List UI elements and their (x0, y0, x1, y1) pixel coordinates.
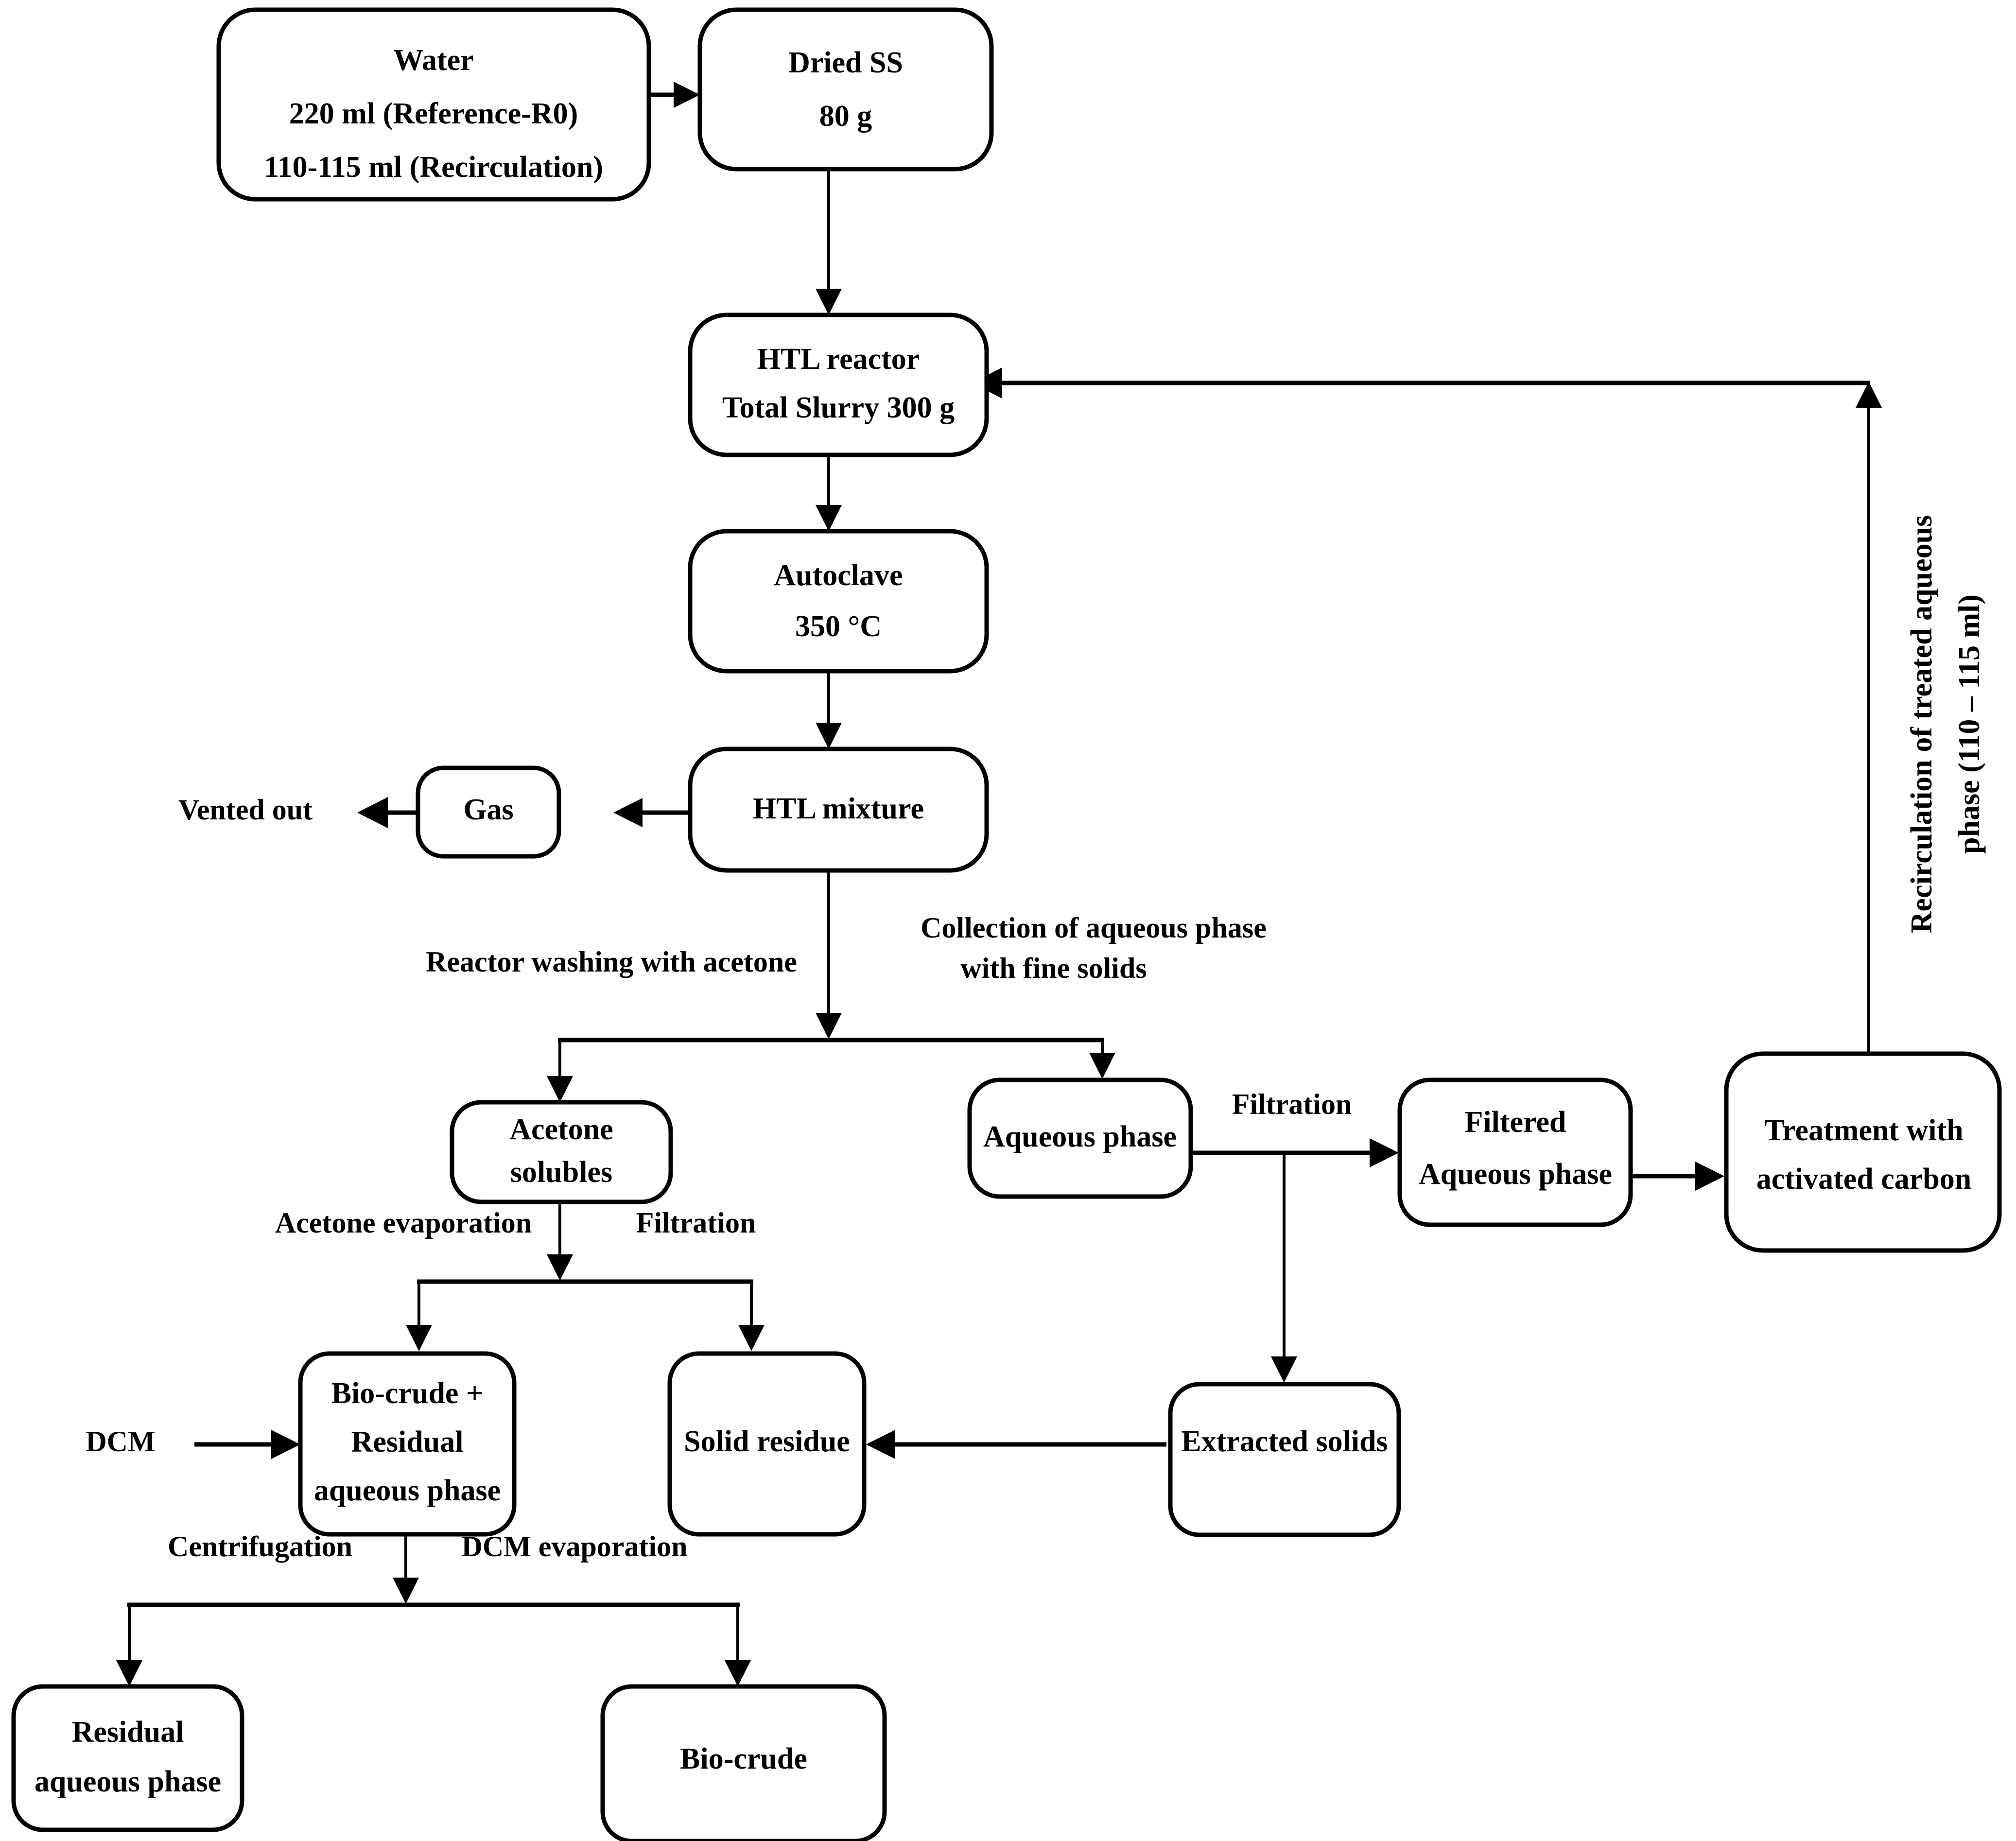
edge-label-reactor-washing: Reactor washing with acetone (426, 946, 797, 978)
edge-dried-ss-to-htl-reactor (816, 169, 842, 315)
edge-htl-mixture-to-split (547, 870, 1115, 1102)
edge-label-centrifugation: Centrifugation (168, 1530, 352, 1563)
treatment-label-line2: activated carbon (1756, 1163, 1972, 1196)
edge-label-filtration-acetone: Filtration (636, 1207, 756, 1239)
node-residual-aqueous-phase[interactable]: Residual aqueous phase (11, 1684, 244, 1832)
dried-ss-label-line2: 80 g (819, 100, 872, 133)
filtered-aqueous-phase-label-line2: Aqueous phase (1419, 1158, 1612, 1191)
water-label-line2: 220 ml (Reference-R0) (289, 97, 578, 130)
htl-mixture-label: HTL mixture (753, 792, 924, 825)
acetone-solubles-label-line2: solubles (510, 1156, 612, 1189)
residual-aqueous-phase-label-line2: aqueous phase (35, 1765, 221, 1798)
recirculation-label-group: Recirculation of treated aqueous phase (… (1905, 515, 1986, 933)
dried-ss-label-line1: Dried SS (788, 46, 903, 79)
water-box[interactable] (216, 7, 651, 202)
htl-reactor-label-line1: HTL reactor (757, 343, 920, 376)
aqueous-phase-box[interactable] (967, 1077, 1193, 1199)
bio-crude-label: Bio-crude (680, 1742, 807, 1775)
node-water[interactable]: Water 220 ml (Reference-R0) 110-115 ml (… (216, 7, 651, 202)
vented-out-label: Vented out (178, 794, 313, 826)
node-bio-crude[interactable]: Bio-crude (600, 1684, 887, 1841)
edge-label-collection-aqueous-line1: Collection of aqueous phase (921, 912, 1267, 944)
node-solid-residue[interactable]: Solid residue (667, 1351, 867, 1537)
solid-residue-label: Solid residue (684, 1425, 850, 1458)
htl-reactor-label-line2: Total Slurry 300 g (722, 391, 955, 424)
edge-extracted-solids-to-solid-residue (866, 1430, 1166, 1459)
node-htl-mixture[interactable]: HTL mixture (688, 747, 989, 873)
extracted-solids-box[interactable] (1168, 1382, 1401, 1537)
solid-residue-box[interactable] (667, 1351, 867, 1537)
dried-ss-box[interactable] (697, 7, 994, 172)
edge-aqueous-phase-to-filtered (1190, 1138, 1399, 1167)
edge-label-dcm-evaporation: DCM evaporation (462, 1530, 688, 1563)
node-autoclave[interactable]: Autoclave 350 °C (688, 529, 989, 674)
edge-dcm-to-biocrude-residual (194, 1430, 300, 1459)
treatment-label-line1: Treatment with (1764, 1114, 1963, 1147)
edge-acetone-solubles-split (406, 1200, 765, 1351)
edge-htl-reactor-to-autoclave (816, 452, 842, 531)
filtered-aqueous-phase-label-line1: Filtered (1465, 1106, 1566, 1139)
node-treatment-with-activated-carbon[interactable]: Treatment with activated carbon (1724, 1051, 2002, 1253)
autoclave-label-line2: 350 °C (795, 610, 882, 643)
edge-aqueous-phase-to-extracted-solids (1271, 1153, 1297, 1383)
node-dried-ss[interactable]: Dried SS 80 g (697, 7, 994, 172)
node-filtered-aqueous-phase[interactable]: Filtered Aqueous phase (1397, 1077, 1633, 1227)
filtered-aqueous-phase-box[interactable] (1397, 1077, 1633, 1227)
extracted-solids-label: Extracted solids (1181, 1425, 1388, 1458)
autoclave-box[interactable] (688, 529, 989, 674)
dcm-label: DCM (86, 1425, 155, 1458)
gas-label: Gas (463, 793, 513, 826)
node-extracted-solids[interactable]: Extracted solids (1168, 1382, 1401, 1537)
htl-mixture-box[interactable] (688, 747, 989, 873)
residual-aqueous-phase-label-line1: Residual (72, 1716, 184, 1749)
node-biocrude-plus-residual-aqueous-phase[interactable]: Bio-crude + Residual aqueous phase (298, 1351, 517, 1537)
edge-autoclave-to-htl-mixture (816, 670, 842, 749)
recirculation-label-line2: phase (110 – 115 ml) (1953, 594, 1986, 854)
htl-reactor-box[interactable] (688, 313, 989, 457)
bio-crude-box[interactable] (600, 1684, 887, 1841)
biocrude-residual-box[interactable] (298, 1351, 517, 1537)
acetone-solubles-box[interactable] (450, 1100, 673, 1204)
water-label-line1: Water (393, 44, 473, 77)
node-gas[interactable]: Gas (416, 765, 561, 859)
edge-water-to-dried-ss (649, 82, 700, 108)
node-acetone-solubles[interactable]: Acetone solubles (450, 1100, 673, 1204)
edge-label-collection-aqueous-line2: with fine solids (960, 952, 1147, 984)
biocrude-residual-label-line3: aqueous phase (314, 1474, 501, 1507)
biocrude-residual-label-line2: Residual (351, 1425, 464, 1459)
edge-biocrude-residual-split (116, 1536, 751, 1686)
treatment-with-activated-carbon-box[interactable] (1724, 1051, 2002, 1253)
edge-label-filtration-aqueous: Filtration (1232, 1088, 1352, 1120)
edge-filtered-to-treatment (1629, 1162, 1724, 1191)
edge-label-acetone-evaporation: Acetone evaporation (275, 1207, 532, 1239)
acetone-solubles-label-line1: Acetone (509, 1113, 613, 1146)
node-aqueous-phase[interactable]: Aqueous phase (967, 1077, 1193, 1199)
gas-box[interactable] (416, 765, 561, 859)
biocrude-residual-label-line1: Bio-crude + (331, 1377, 484, 1410)
water-label-line3: 110-115 ml (Recirculation) (264, 151, 603, 184)
aqueous-phase-label: Aqueous phase (983, 1120, 1177, 1153)
node-htl-reactor[interactable]: HTL reactor Total Slurry 300 g (688, 313, 989, 457)
residual-aqueous-phase-box[interactable] (11, 1684, 244, 1832)
autoclave-label-line1: Autoclave (774, 559, 903, 592)
recirculation-label-line1: Recirculation of treated aqueous (1905, 515, 1938, 933)
